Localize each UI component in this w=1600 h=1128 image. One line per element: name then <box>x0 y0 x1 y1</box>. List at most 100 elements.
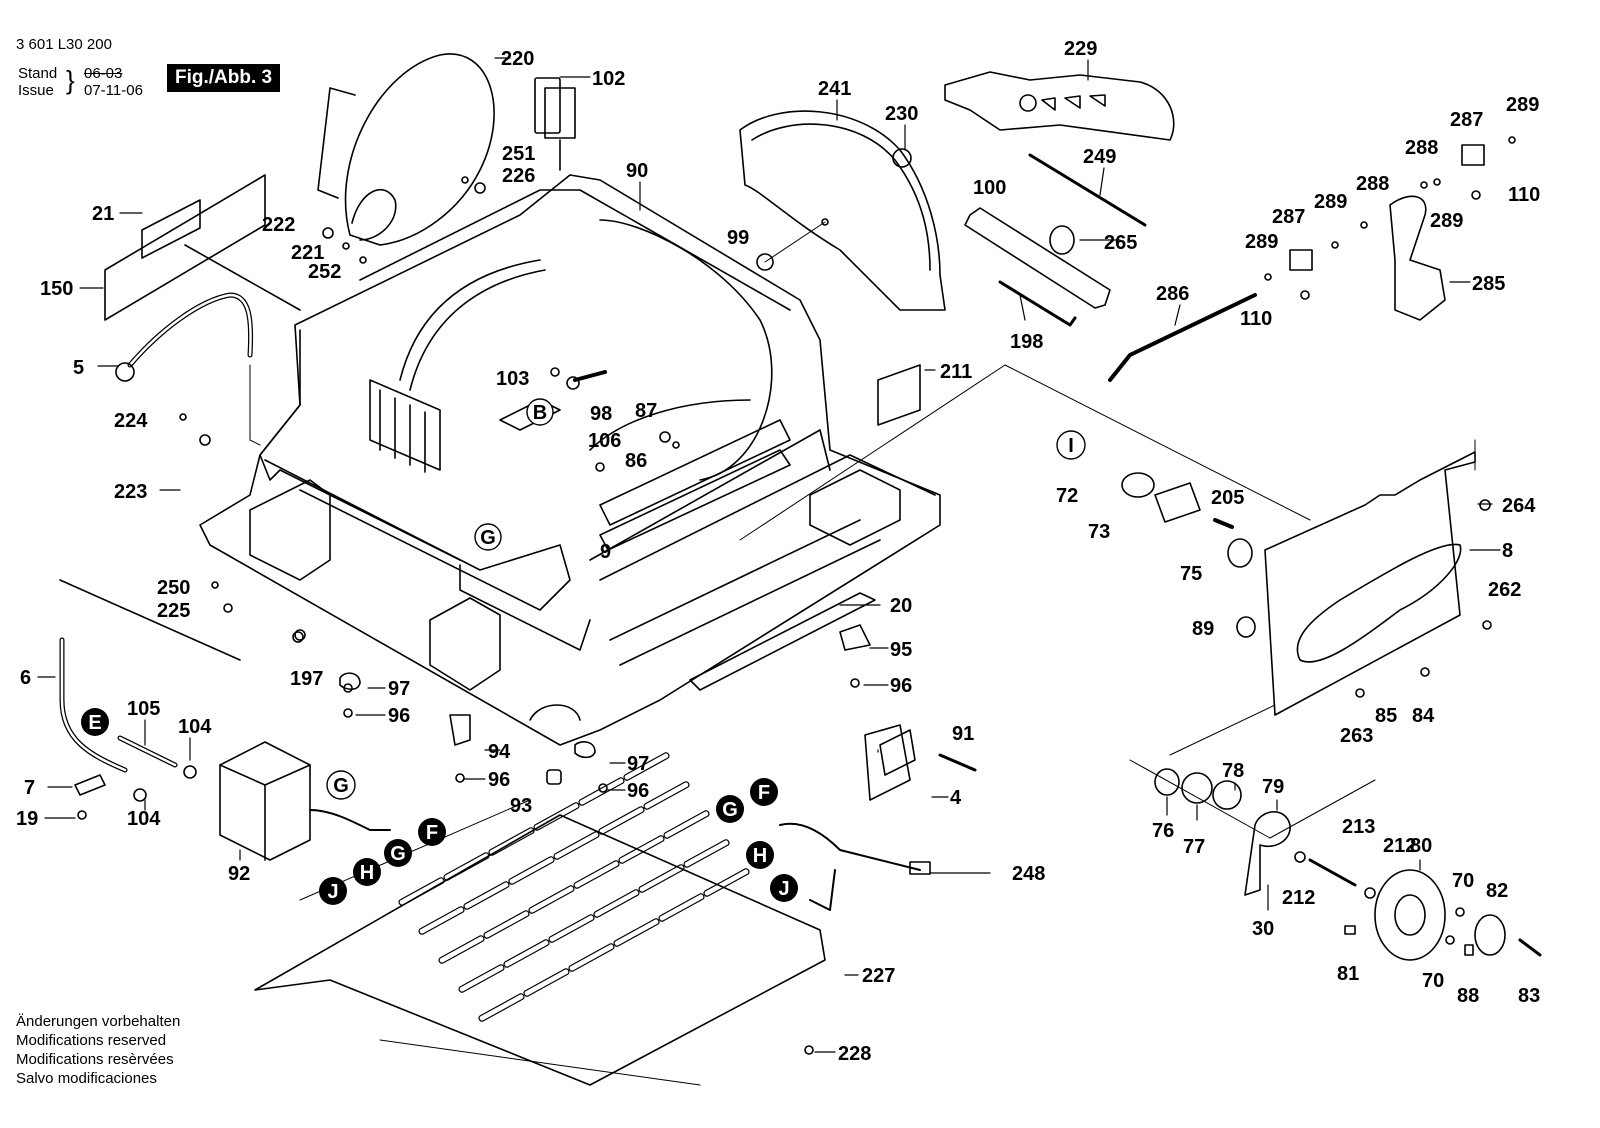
issue-date: 07-11-06 <box>84 82 143 99</box>
vent-slot <box>508 856 555 885</box>
callout-75: 75 <box>1180 563 1202 585</box>
callout-82: 82 <box>1486 880 1508 902</box>
leader-lines <box>37 57 1501 1053</box>
table-insert-9 <box>599 449 791 551</box>
connector-e: E <box>81 708 109 736</box>
callout-73: 73 <box>1088 521 1110 543</box>
callout-262: 262 <box>1488 579 1521 601</box>
switch-assembly <box>779 724 977 911</box>
callout-197: 197 <box>290 668 323 690</box>
callout-30: 30 <box>1252 918 1274 940</box>
rod-249 <box>1028 153 1147 227</box>
connector-markers: B G I G E F G H <box>81 398 1086 905</box>
callout-105: 105 <box>127 698 160 720</box>
callout-70: 70 <box>1422 970 1444 992</box>
callout-110: 110 <box>1240 308 1272 330</box>
vent-slot <box>553 831 600 860</box>
callout-223: 223 <box>114 481 147 503</box>
callout-264: 264 <box>1502 495 1536 517</box>
callout-286: 286 <box>1156 283 1189 305</box>
callout-263: 263 <box>1340 725 1373 747</box>
callout-225: 225 <box>157 600 190 622</box>
callout-7: 7 <box>24 777 35 799</box>
callout-6: 6 <box>20 667 31 689</box>
vent-slot <box>463 881 510 910</box>
callout-78: 78 <box>1222 760 1244 782</box>
svg-text:F: F <box>426 822 438 844</box>
miter-plate <box>1264 439 1476 716</box>
saw-blade <box>739 110 946 311</box>
callout-102: 102 <box>592 68 625 90</box>
callout-226: 226 <box>502 165 535 187</box>
vent-slot <box>598 806 645 835</box>
callout-230: 230 <box>885 103 918 125</box>
callout-70: 70 <box>1452 870 1474 892</box>
svg-text:F: F <box>758 782 770 804</box>
vent-slot <box>638 864 685 893</box>
saw-housing <box>199 174 941 746</box>
callout-288: 288 <box>1356 173 1389 195</box>
strip-20 <box>689 592 876 691</box>
callout-76: 76 <box>1152 820 1174 842</box>
clip-95 <box>839 624 871 651</box>
callout-103: 103 <box>496 368 529 390</box>
vent-slot <box>478 993 525 1022</box>
screws <box>77 176 1492 1055</box>
callout-85: 85 <box>1375 705 1397 727</box>
callout-110: 110 <box>1508 184 1540 206</box>
callout-289: 289 <box>1245 231 1278 253</box>
callout-8: 8 <box>1502 540 1513 562</box>
blade-wrench-handle <box>944 71 1175 141</box>
vent-slot <box>618 835 665 864</box>
callout-249: 249 <box>1083 146 1116 168</box>
callout-96: 96 <box>488 769 510 791</box>
connector-j-switch: J <box>770 874 798 902</box>
vent-slot <box>623 752 670 781</box>
callout-93: 93 <box>510 795 532 817</box>
connector-j-box: J <box>319 877 347 905</box>
callout-289: 289 <box>1314 191 1347 213</box>
clip-287-upper <box>1461 144 1485 166</box>
callout-198: 198 <box>1010 331 1043 353</box>
connector-g-housing: G <box>474 523 502 551</box>
wrench-100 <box>964 207 1111 309</box>
vent-slot <box>658 893 705 922</box>
connector-f-switch: F <box>750 778 778 806</box>
nut-99 <box>756 253 774 271</box>
svg-text:B: B <box>533 402 547 424</box>
vent-slot <box>683 839 730 868</box>
connector-i: I <box>1056 430 1086 460</box>
vent-slot <box>643 781 690 810</box>
label-panels <box>104 174 301 321</box>
vent-slot <box>533 802 580 831</box>
connector-g-switch: G <box>716 795 744 823</box>
brace: } <box>66 65 75 95</box>
callout-250: 250 <box>157 577 190 599</box>
callout-221: 221 <box>291 242 324 264</box>
svg-text:J: J <box>327 881 338 903</box>
callout-83: 83 <box>1518 985 1540 1007</box>
connector-b: B <box>526 398 554 426</box>
vent-slot <box>443 852 490 881</box>
callout-248: 248 <box>1012 863 1045 885</box>
callout-150: 150 <box>40 278 73 300</box>
lock-knob-assembly <box>1154 768 1542 961</box>
bracket-285 <box>1389 195 1446 321</box>
callout-222: 222 <box>262 214 295 236</box>
vent-slot <box>503 939 550 968</box>
clip-287-lower <box>1289 249 1313 271</box>
callout-94: 94 <box>488 741 511 763</box>
vent-slot <box>613 918 660 947</box>
vent-slot <box>568 943 615 972</box>
callout-100: 100 <box>973 177 1006 199</box>
notice-line-fr: Modifications resèrvées <box>16 1051 174 1068</box>
vent-slot <box>663 810 710 839</box>
svg-text:E: E <box>88 712 101 734</box>
callout-95: 95 <box>890 639 912 661</box>
knob-72 <box>1121 472 1155 498</box>
svg-text:G: G <box>333 775 349 797</box>
svg-text:I: I <box>1068 435 1074 457</box>
part-number: 3 601 L30 200 <box>16 36 112 53</box>
assembly-guide-lines <box>739 364 1376 839</box>
